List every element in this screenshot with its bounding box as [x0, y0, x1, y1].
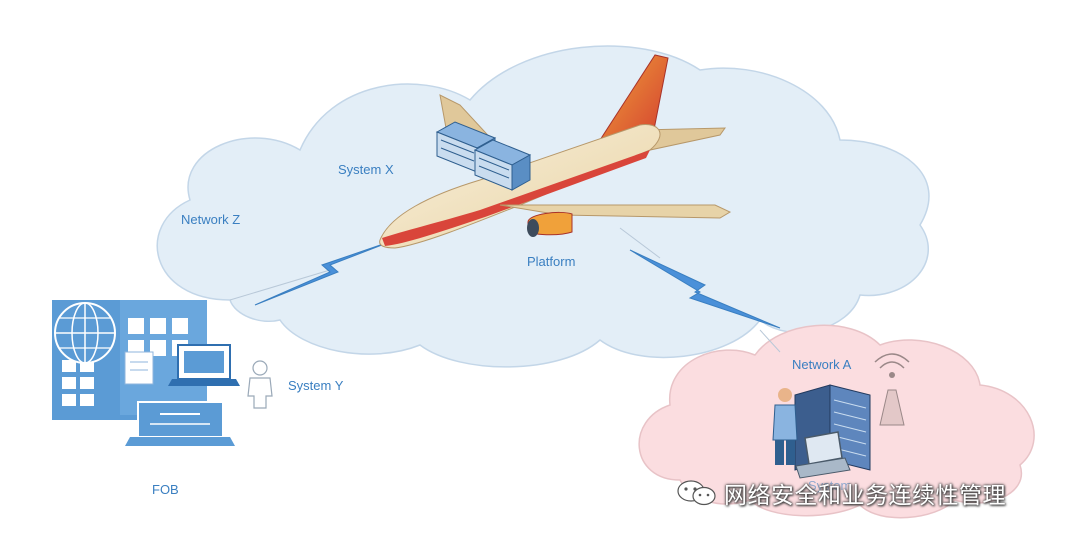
wireless-link-right: [629, 249, 781, 329]
watermark-text: 网络安全和业务连续性管理: [724, 483, 1006, 509]
label-network-a: Network A: [792, 357, 852, 372]
globe-icon: [54, 302, 116, 364]
document-icon: [124, 351, 154, 385]
label-network-z: Network Z: [181, 212, 241, 227]
antenna-icon: [874, 353, 910, 426]
airplane-platform: [379, 54, 732, 249]
person-icon: [247, 360, 273, 409]
label-platform: Platform: [527, 254, 576, 269]
label-system-hidden: System: [808, 478, 852, 493]
label-system-x: System X: [338, 162, 394, 177]
laptop-icon: [795, 431, 851, 479]
engineer-icon: [772, 388, 798, 465]
connector-line: [619, 227, 661, 259]
wechat-icon: [677, 480, 716, 506]
label-fob: FOB: [152, 482, 179, 497]
wireless-link-left: [254, 239, 396, 306]
monitor-icon: [168, 344, 240, 386]
connector-line: [229, 269, 331, 301]
watermark: 网络安全和业务连续性管理: [676, 476, 1006, 510]
connector-line: [759, 329, 781, 353]
server-rack-icon: [473, 139, 532, 191]
label-system-y: System Y: [288, 378, 344, 393]
device-icon: [125, 401, 235, 446]
